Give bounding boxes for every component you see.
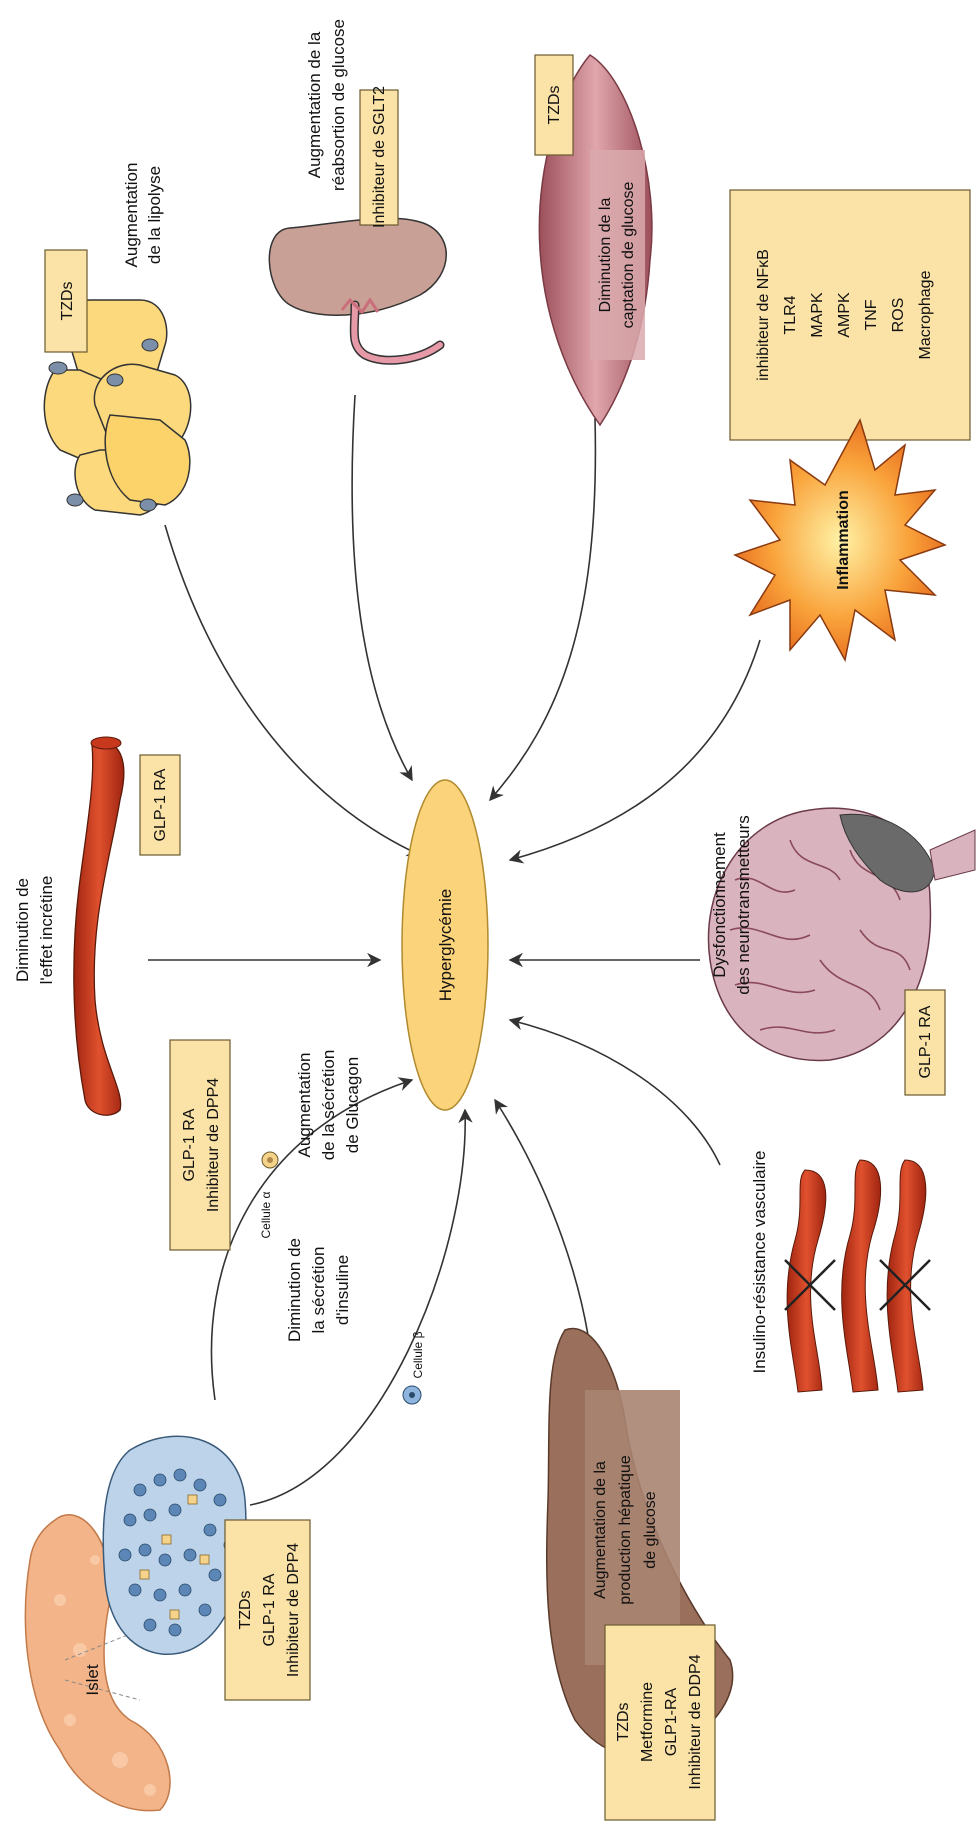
alpha-cell-icon — [262, 1152, 278, 1168]
insulin-label-line3: d'insuline — [333, 1255, 352, 1325]
pancreas-drug-box: TZDs GLP-1 RA Inhibiteur de DPP4 — [225, 1520, 310, 1700]
svg-text:GLP-1 RA: GLP-1 RA — [152, 768, 169, 841]
kidney-label-line2: réabsortion de glucose — [329, 19, 348, 191]
inflammation-burst: Inflammation — [735, 420, 945, 660]
inflammation-item-5: ROS — [890, 298, 907, 333]
liver-label-line2: de glucose — [642, 1491, 659, 1568]
alpha-cell-label: Cellule α — [259, 1191, 273, 1238]
hyperglycemia-node: Hyperglycémie — [402, 780, 488, 1110]
incretin-label-line2: l'effet incrétine — [37, 876, 56, 985]
islet-label: Islet — [83, 1664, 102, 1695]
inflammation-burst-label: Inflammation — [835, 490, 852, 590]
svg-text:GLP-1 RA: GLP-1 RA — [181, 1108, 198, 1181]
liver-label-line1: production hépatique — [617, 1455, 634, 1605]
brain-label-line1: Dysfonctionnement — [710, 832, 729, 978]
glucagon-label-line3: de Glucagon — [343, 1057, 362, 1153]
muscle-label-line2: captation de glucose — [620, 182, 637, 329]
kidney-drug-box: Inhibiteur de SGLT2 — [360, 86, 398, 228]
svg-text:GLP-1 RA: GLP-1 RA — [917, 1005, 934, 1078]
glucagon-label-line1: Augmentation — [295, 1053, 314, 1158]
inflammation-item-6: Macrophage — [917, 270, 934, 359]
svg-text:Inhibiteur de DDP4: Inhibiteur de DDP4 — [687, 1654, 704, 1789]
svg-text:Inhibiteur de SGLT2: Inhibiteur de SGLT2 — [371, 86, 388, 228]
svg-text:GLP1-RA: GLP1-RA — [663, 1687, 680, 1756]
adipose-label-line1: Augmentation — [122, 163, 141, 268]
hyperglycemia-label: Hyperglycémie — [436, 889, 455, 1001]
liver-drug-box: TZDs Metformine GLP1-RA Inhibiteur de DD… — [605, 1625, 715, 1820]
svg-text:Metformine: Metformine — [639, 1682, 656, 1762]
inflammation-item-4: TNF — [863, 299, 880, 330]
inflammation-item-3: AMPK — [836, 292, 853, 338]
inflammation-item-2: MAPK — [809, 292, 826, 338]
svg-text:Inhibiteur de DPP4: Inhibiteur de DPP4 — [285, 1543, 302, 1677]
svg-text:TZDs: TZDs — [546, 85, 563, 124]
adipose-label-line2: de la lipolyse — [145, 166, 164, 264]
svg-text:TZDs: TZDs — [59, 281, 76, 320]
svg-text:TZDs: TZDs — [237, 1590, 254, 1629]
incretin-label-line1: Diminution de — [13, 878, 32, 982]
svg-text:TZDs: TZDs — [615, 1702, 632, 1741]
kidney-label-line1: Augmentation de la — [305, 31, 324, 178]
glucagon-label-line2: de la sécrétion — [319, 1050, 338, 1161]
vascular-vessels-illustration — [787, 1160, 926, 1392]
muscle-label-line1: Diminution de la — [597, 198, 614, 313]
liver-label-line0: Augmentation de la — [592, 1461, 609, 1599]
inflammation-box: inhibiteur de NFκB TLR4 MAPK AMPK TNF RO… — [730, 190, 970, 440]
incretin-vessel-illustration — [74, 737, 124, 1115]
beta-cell-icon — [403, 1386, 421, 1404]
adipose-drug-box: TZDs — [45, 250, 87, 352]
beta-cell-label: Cellule β — [411, 1331, 425, 1378]
incretin-drug-box: GLP-1 RA — [140, 755, 180, 855]
vascular-label: Insulino-résistance vasculaire — [750, 1151, 769, 1374]
svg-text:Inhibiteur de DPP4: Inhibiteur de DPP4 — [205, 1078, 222, 1212]
svg-text:GLP-1 RA: GLP-1 RA — [261, 1573, 278, 1646]
kidney-illustration — [269, 218, 446, 360]
muscle-drug-box: TZDs — [535, 55, 573, 155]
gut-drug-box: GLP-1 RA Inhibiteur de DPP4 — [170, 1040, 230, 1250]
insulin-label-line1: Diminution de — [285, 1238, 304, 1342]
inflammation-item-1: TLR4 — [782, 295, 799, 334]
brain-drug-box: GLP-1 RA — [905, 990, 945, 1095]
insulin-label-line2: la sécrétion — [309, 1247, 328, 1334]
inflammation-item-0: inhibiteur de NFκB — [755, 249, 772, 381]
brain-label-line2: des neurotransmetteurs — [734, 815, 753, 995]
